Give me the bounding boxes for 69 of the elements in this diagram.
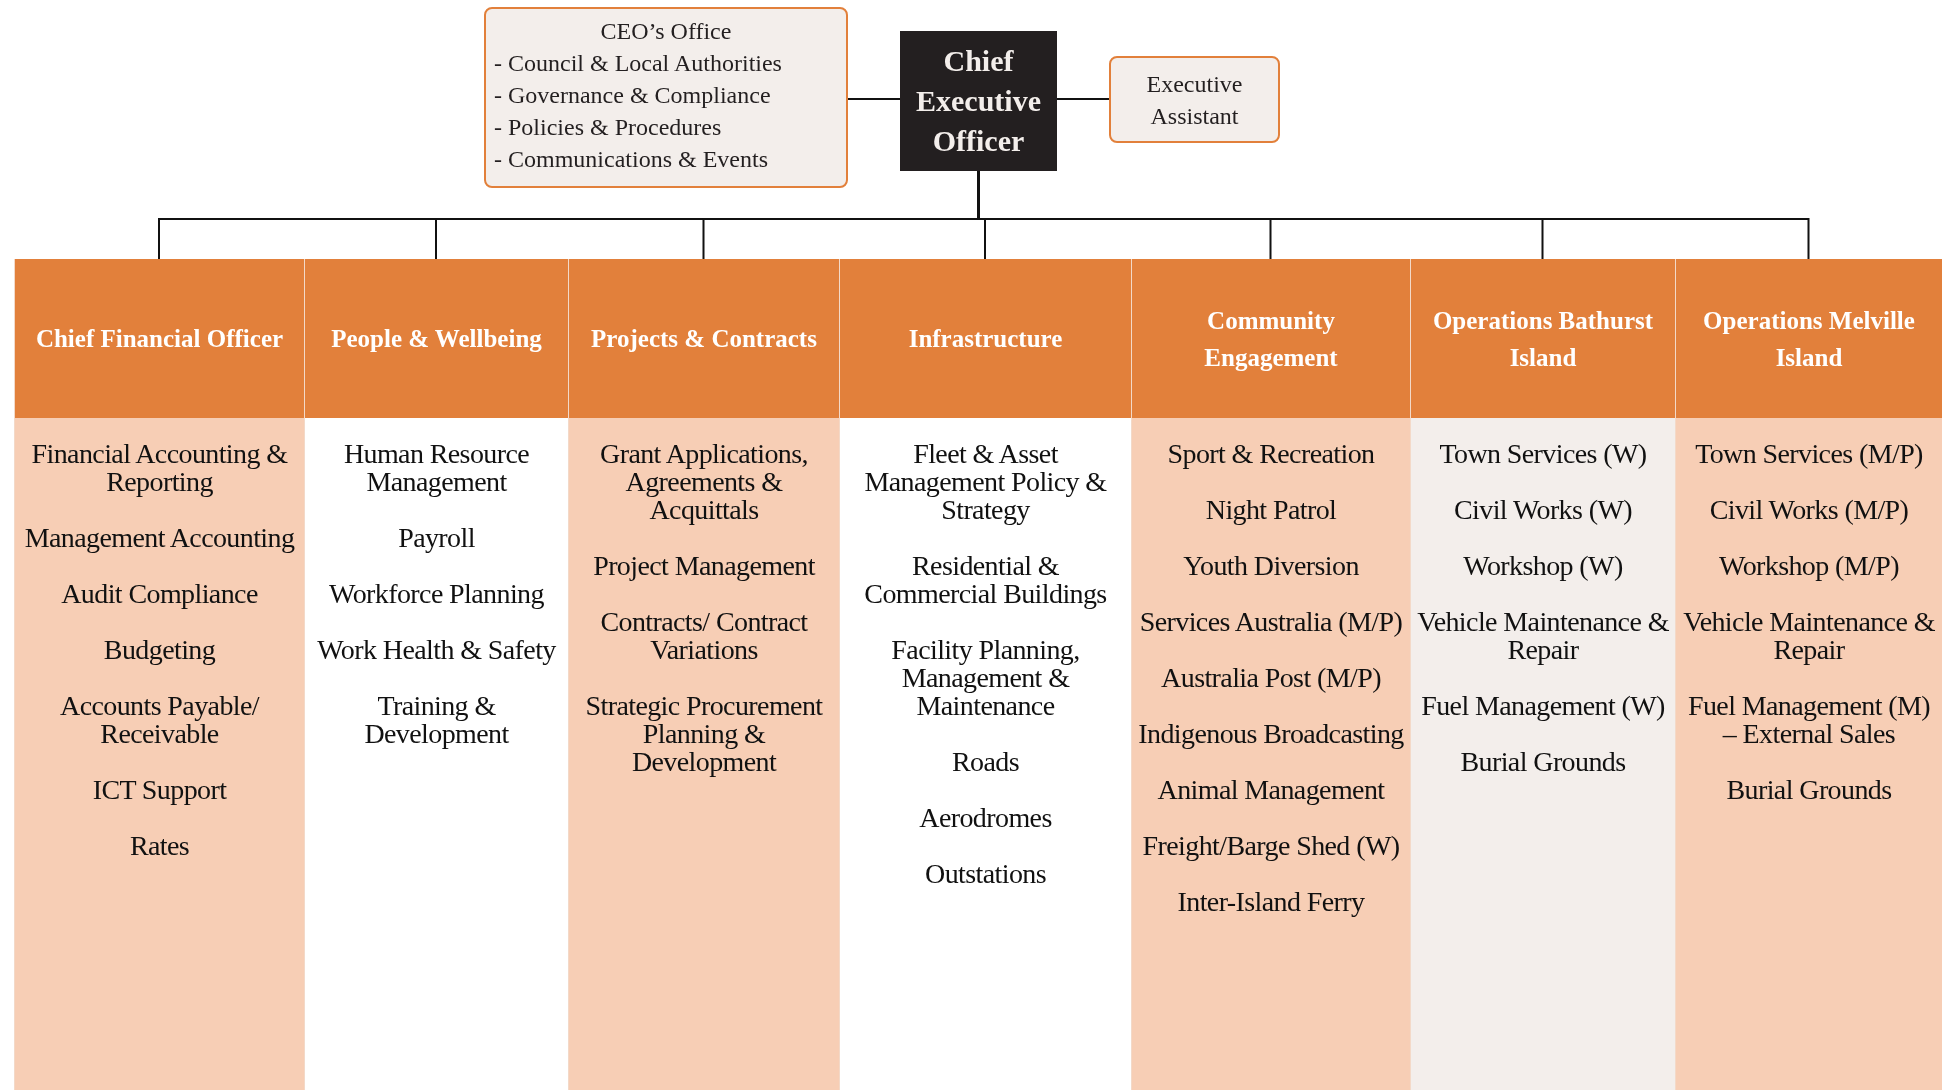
department-column [304,259,568,1090]
function-item: Human Resource Management [342,440,531,496]
function-item: Fuel Management (M) – External Sales [1686,692,1932,748]
function-item: Fuel Management (W) [1420,692,1666,720]
department-column [1131,259,1410,1090]
function-item: Night Patrol [1204,496,1338,524]
function-item: Accounts Payable/ Receivable [59,692,261,748]
function-item: Vehicle Maintenance & Repair [1416,608,1670,664]
function-item: Animal Management [1156,776,1386,804]
department-column [14,259,304,1090]
function-item: Services Australia (M/P) [1138,608,1404,636]
function-item: Vehicle Maintenance & Repair [1682,608,1936,664]
function-item: Inter-Island Ferry [1176,888,1366,916]
function-item: Payroll [397,524,476,552]
function-item: Training & Development [363,692,510,748]
function-item: Management Accounting [23,524,296,552]
function-item: Australia Post (M/P) [1160,664,1382,692]
function-item: Financial Accounting & Reporting [30,440,289,496]
function-item: Workshop (W) [1462,552,1624,580]
function-item: Freight/Barge Shed (W) [1141,832,1401,860]
function-item: Town Services (W) [1438,440,1648,468]
function-item: Audit Compliance [60,580,259,608]
department-column [568,259,839,1090]
department-column [1410,259,1675,1090]
connector-line [847,98,901,100]
executive-box [900,31,1057,171]
function-item: Facility Planning, Management & Maintenance [890,636,1081,720]
column-header: Projects & Contracts [569,259,839,418]
connector-line [1056,98,1110,100]
function-item: ICT Support [91,776,228,804]
list-item: - Communications & Events [494,145,769,174]
function-item: Workforce Planning [328,580,545,608]
function-item: Outstations [924,860,1047,888]
function-item: Indigenous Broadcasting [1137,720,1405,748]
function-item: Civil Works (M/P) [1708,496,1910,524]
function-item: Town Services (M/P) [1694,440,1924,468]
function-item: Project Management [592,552,817,580]
column-header: Chief Financial Officer [15,259,304,418]
department-column [839,259,1131,1090]
function-item: Fleet & Asset Management Policy & Strategy [863,440,1108,524]
function-item: Burial Grounds [1725,776,1893,804]
function-item: Roads [951,748,1020,776]
function-item: Aerodromes [918,804,1053,832]
office-box [484,7,848,188]
function-item: Workshop (M/P) [1718,552,1900,580]
column-header: Operations Melville Island [1676,259,1942,418]
function-item: Strategic Procurement Planning & Development [584,692,824,776]
list-item: - Policies & Procedures [494,113,723,142]
function-item: Budgeting [102,636,217,664]
function-item: Work Health & Safety [316,636,557,664]
function-item: Contracts/ Contract Variations [599,608,809,664]
column-header: Operations Bathurst Island [1411,259,1675,418]
assistant-box [1109,56,1280,143]
function-item: Grant Applications, Agreements & Acquittals [599,440,809,524]
role-title: Chief Executive Officer [915,43,1042,159]
function-item: Youth Diversion [1182,552,1360,580]
department-column [1675,259,1942,1090]
function-item: Sport & Recreation [1166,440,1376,468]
list-item: - Council & Local Authorities [494,49,783,78]
function-item: Burial Grounds [1459,748,1627,776]
column-header: Infrastructure [840,259,1131,418]
column-header: Community Engagement [1132,259,1410,418]
column-header: People & Wellbeing [305,259,568,418]
function-item: Residential & Commercial Buildings [863,552,1108,608]
function-item: Rates [128,832,191,860]
list-item: - Governance & Compliance [494,81,772,110]
box-heading: CEO’s Office [599,17,733,46]
role-title: Executive Assistant [1145,69,1244,131]
function-item: Civil Works (W) [1453,496,1633,524]
